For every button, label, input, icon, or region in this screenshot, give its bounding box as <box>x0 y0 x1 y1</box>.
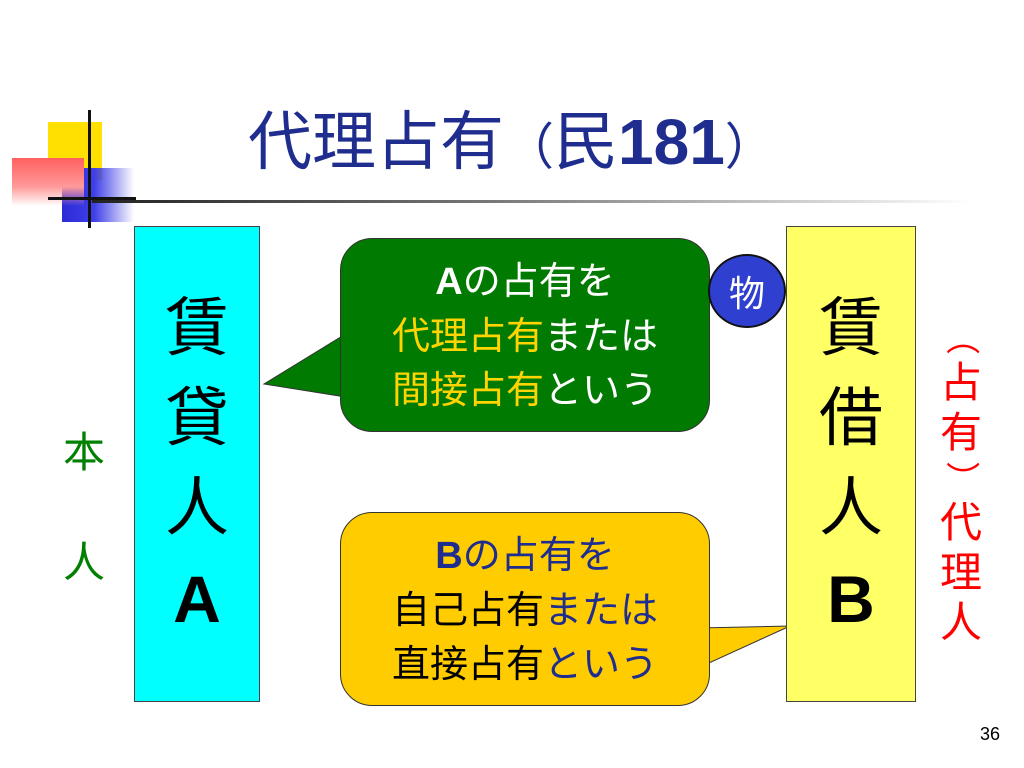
agent-char-2: 有 <box>939 408 982 457</box>
lessor-char-3: 人 <box>165 472 229 546</box>
title-number: 181 <box>618 106 725 178</box>
title-close-paren: ） <box>724 118 775 176</box>
agent-paren-open: （ <box>941 321 981 355</box>
logo-horizontal-line <box>48 197 136 200</box>
green-bubble-letter: A <box>435 260 463 303</box>
lessor-box: 賃 貸 人 A <box>134 226 260 702</box>
agent-label: （ 占 有 ） 代 理 人 <box>928 318 994 648</box>
agent-paren-close: ） <box>941 461 981 495</box>
lessor-letter: A <box>173 562 221 636</box>
green-bubble-line2-text: または <box>544 313 659 358</box>
green-bubble-line-3: 間接占有という <box>392 363 658 417</box>
principal-label: 本 人 <box>60 398 108 618</box>
logo-vertical-line <box>88 110 91 228</box>
agent-char-3: 代 <box>939 498 982 547</box>
lessee-box: 賃 借 人 B <box>786 226 916 702</box>
yellow-bubble-line-3: 直接占有という <box>392 637 658 691</box>
lessee-char-1: 賃 <box>819 292 883 366</box>
agent-char-4: 理 <box>939 548 982 597</box>
green-bubble-term-1: 代理占有 <box>391 313 544 358</box>
green-bubble-line3-text: という <box>544 367 659 412</box>
lessee-char-3: 人 <box>819 472 883 546</box>
principal-char-2: 人 <box>62 538 105 587</box>
agent-char-5: 人 <box>939 598 982 647</box>
green-bubble-tail <box>262 329 353 399</box>
direct-possession-bubble: Bの占有を 自己占有または 直接占有という <box>340 512 710 706</box>
title-open-paren: （ <box>504 118 554 176</box>
indirect-possession-bubble: Aの占有を 代理占有または 間接占有という <box>340 238 710 432</box>
yellow-bubble-line2-text: または <box>544 587 659 632</box>
green-bubble-line-1: Aの占有を <box>435 254 614 309</box>
lessee-char-2: 借 <box>819 382 883 456</box>
slide-title: 代理占有（民181） <box>248 92 775 192</box>
yellow-bubble-line1-text: の占有を <box>462 532 615 577</box>
title-main: 代理占有 <box>248 106 504 180</box>
yellow-bubble-term-2: 直接占有 <box>391 641 544 686</box>
yellow-bubble-letter: B <box>435 534 463 577</box>
object-circle: 物 <box>708 254 786 328</box>
yellow-bubble-line-2: 自己占有または <box>392 583 658 637</box>
lessor-char-1: 賃 <box>165 292 229 366</box>
green-bubble-term-2: 間接占有 <box>391 367 544 412</box>
lessor-char-2: 貸 <box>165 382 229 456</box>
object-label: 物 <box>728 274 765 315</box>
title-underline <box>92 200 972 203</box>
principal-char-1: 本 <box>62 428 105 477</box>
green-bubble-line1-text: の占有を <box>462 258 615 303</box>
yellow-bubble-term-1: 自己占有 <box>391 587 544 632</box>
green-bubble-line-2: 代理占有または <box>392 309 658 363</box>
title-min: 民 <box>554 106 618 180</box>
yellow-bubble-line3-text: という <box>544 641 659 686</box>
lessee-letter: B <box>827 562 875 636</box>
page-number: 36 <box>979 724 1000 744</box>
yellow-bubble-line-1: Bの占有を <box>435 528 614 583</box>
yellow-bubble-tail <box>697 625 791 669</box>
agent-char-1: 占 <box>939 358 982 407</box>
